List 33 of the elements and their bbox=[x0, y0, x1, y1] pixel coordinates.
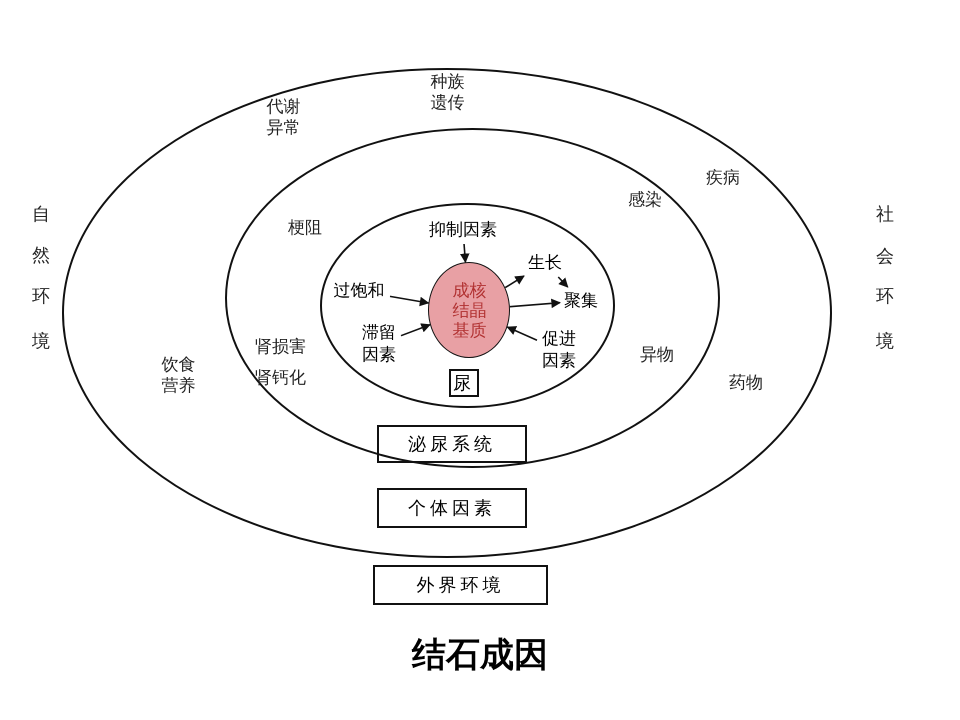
arrow bbox=[400, 323, 431, 336]
factor-text: 感染 bbox=[628, 190, 662, 212]
arrow bbox=[506, 326, 538, 341]
factor-text: 梗阻 bbox=[288, 218, 322, 240]
ring-label: 自然环境 bbox=[29, 190, 52, 358]
caption: 结石成因 bbox=[410, 634, 549, 677]
factor-text: 饮食营养 bbox=[160, 355, 197, 398]
factor-text: 肾损害 bbox=[255, 337, 306, 358]
factor-text: 疾病 bbox=[706, 168, 740, 190]
factor-text: 过饱和 bbox=[331, 280, 387, 302]
label-box: 个体因素 bbox=[377, 488, 527, 528]
factor-text: 成核结晶基质 bbox=[452, 281, 488, 341]
factor-text: 聚集 bbox=[563, 290, 599, 312]
arrow bbox=[504, 275, 525, 288]
factor-text: 促进因素 bbox=[540, 328, 578, 372]
ellipse-ring bbox=[62, 68, 832, 558]
factor-text: 种族遗传 bbox=[430, 72, 466, 114]
factor-text: 滞留因素 bbox=[360, 322, 398, 366]
ring-label: 社会环境 bbox=[873, 190, 896, 358]
factor-text: 代谢异常 bbox=[266, 97, 302, 140]
label-box: 外界环境 bbox=[373, 565, 548, 605]
ellipse-ring bbox=[320, 203, 615, 408]
label-box: 泌尿系统 bbox=[377, 425, 527, 463]
factor-text: 药物 bbox=[729, 373, 763, 394]
label-box: 尿 bbox=[449, 369, 479, 397]
arrow bbox=[510, 298, 561, 308]
factor-text: 肾钙化 bbox=[255, 368, 306, 390]
arrow bbox=[390, 296, 430, 306]
arrow bbox=[558, 276, 568, 288]
factor-text: 异物 bbox=[640, 345, 674, 366]
factor-text: 生长 bbox=[527, 252, 563, 274]
factor-text: 抑制因素 bbox=[427, 219, 499, 241]
arrow bbox=[460, 244, 470, 264]
